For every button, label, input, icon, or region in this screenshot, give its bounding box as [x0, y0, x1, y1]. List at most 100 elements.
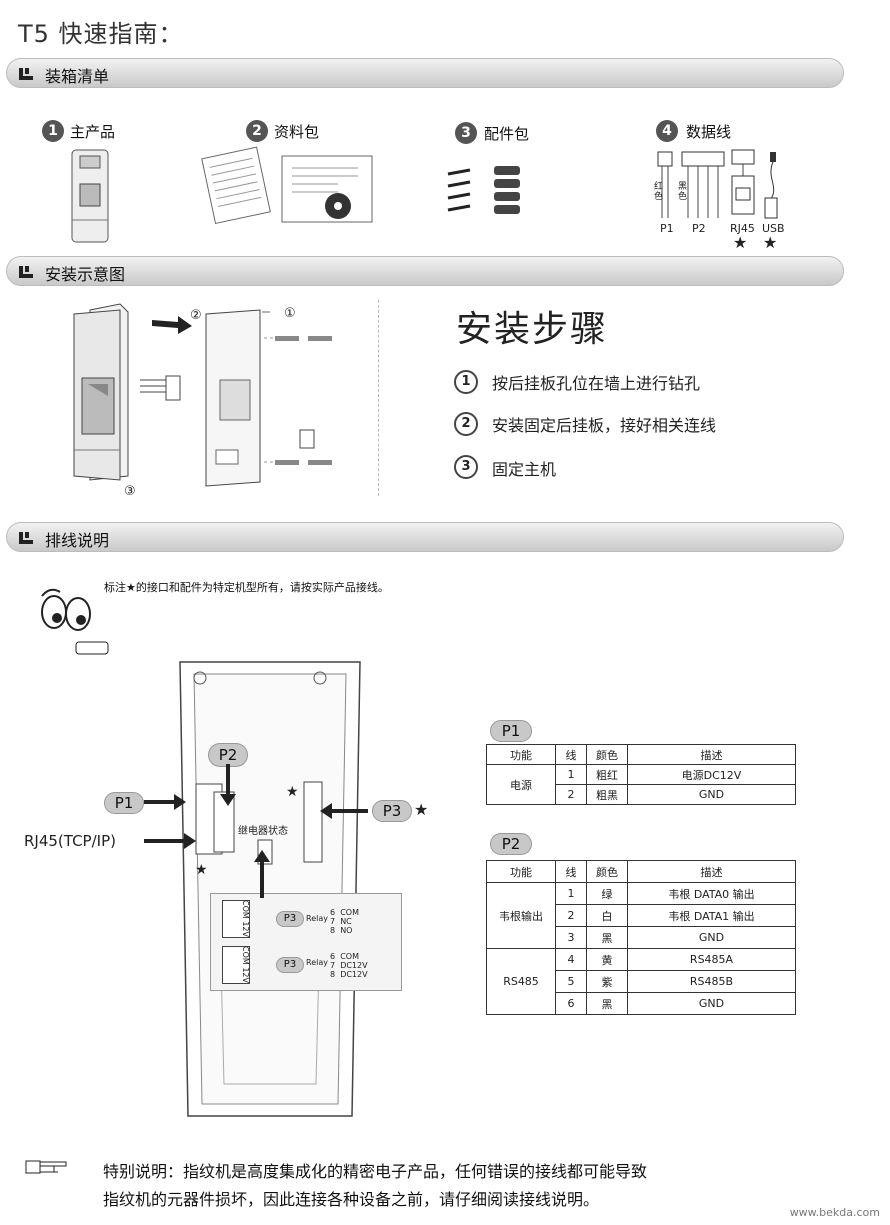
table-header-row: 功能 线 颜色 描述 — [486, 860, 796, 883]
item-label: 资料包 — [274, 123, 320, 141]
relay-jumper-label: COM 12V — [241, 900, 250, 937]
table-cell: 黄 — [586, 948, 628, 971]
install-mark: ① — [284, 306, 296, 321]
item-label: 配件包 — [484, 125, 530, 143]
table-cell: RS485 — [486, 948, 556, 1015]
table-cell: 3 — [555, 926, 587, 949]
page-title: T5 快速指南： — [18, 20, 184, 48]
table-cell: 4 — [555, 948, 587, 971]
wiring-note: 标注★的接口和配件为特定机型所有，请按实际产品接线。 — [104, 581, 389, 594]
install-mark: ② — [190, 308, 202, 323]
relay-jumper — [222, 946, 250, 984]
table-row: 电源 1 粗红 电源DC12V — [486, 764, 796, 805]
p2-table-label: P2 — [490, 833, 532, 855]
table-row: 韦根输出 1 绿 韦根 DATA0 输出 — [486, 882, 796, 949]
table-header: 描述 — [627, 744, 796, 765]
step-text: 固定主机 — [492, 460, 557, 479]
relay-jumper — [222, 900, 250, 938]
p2-wiring-table: 功能 线 颜色 描述 韦根输出 1 绿 韦根 DATA0 输出 2 白 韦根 D… — [486, 860, 796, 1015]
watermark: www.bekda.com — [789, 1206, 880, 1219]
accessory-screws-illustration — [447, 166, 520, 214]
table-cell: GND — [627, 992, 796, 1015]
table-cell: 紫 — [586, 970, 628, 993]
step-number: 3 — [454, 455, 478, 479]
star-icon: ★ — [733, 233, 748, 252]
table-cell: 韦根 DATA0 输出 — [627, 882, 796, 905]
table-cell: 粗红 — [586, 764, 628, 785]
item-number: 3 — [455, 122, 477, 144]
table-header: 功能 — [486, 860, 556, 883]
cable-label: P1 — [660, 222, 674, 235]
p2-port-label: P2 — [208, 743, 248, 767]
section-title: 排线说明 — [45, 531, 110, 550]
star-icon: ★ — [286, 784, 299, 800]
cable-label: RJ45 — [730, 222, 755, 235]
item-number: 1 — [42, 120, 64, 142]
p3-port-label: P3 — [276, 911, 304, 927]
item-label: 数据线 — [686, 123, 732, 141]
star-icon: ★ — [195, 862, 208, 878]
pointing-hand-icon — [25, 1160, 67, 1174]
install-mark: ③ — [124, 484, 136, 499]
table-header-row: 功能 线 颜色 描述 — [486, 744, 796, 765]
star-icon: ★ — [414, 800, 429, 819]
p3-port-label: P3 — [372, 800, 412, 822]
table-row: RS485 4 黄 RS485A — [486, 948, 796, 1015]
p1-port-label: P1 — [104, 792, 144, 814]
table-header: 功能 — [486, 744, 556, 765]
relay-label: Relay — [306, 914, 328, 923]
table-cell: 电源DC12V — [627, 764, 796, 785]
table-cell: 电源 — [486, 764, 556, 805]
install-diagram — [73, 303, 332, 487]
table-cell: RS485B — [627, 970, 796, 993]
section-icon — [19, 266, 33, 278]
section-title: 装箱清单 — [45, 67, 110, 86]
p1-wiring-table: 功能 线 颜色 描述 电源 1 粗红 电源DC12V 2 粗黑 GND — [486, 744, 796, 805]
table-header: 颜色 — [586, 860, 628, 883]
section-install: 安装示意图 — [6, 256, 844, 286]
p1-wire-color-label: 红色 — [654, 182, 664, 202]
table-cell: GND — [627, 926, 796, 949]
table-header: 线 — [555, 860, 587, 883]
table-row: 2 白 韦根 DATA1 输出 — [487, 904, 796, 927]
table-row: 6 黑 GND — [487, 992, 796, 1015]
footer-note-line2: 指纹机的元器件损坏，因此连接各种设备之前，请仔细阅读接线说明。 — [103, 1190, 600, 1209]
table-cell: 韦根输出 — [486, 882, 556, 949]
table-header: 描述 — [627, 860, 796, 883]
cables-illustration — [657, 149, 778, 219]
step-number: 1 — [454, 370, 478, 394]
table-cell: 黑 — [586, 992, 628, 1015]
section-wiring: 排线说明 — [6, 522, 844, 552]
section-packing-list: 装箱清单 — [6, 58, 844, 88]
table-cell: 绿 — [586, 882, 628, 905]
table-row: 3 黑 GND — [487, 926, 796, 949]
step-text: 安装固定后挂板，接好相关连线 — [492, 416, 717, 435]
table-cell: 1 — [555, 764, 587, 785]
table-cell: RS485A — [627, 948, 796, 971]
rj45-port-label: RJ45(TCP/IP) — [24, 832, 116, 850]
table-cell: 韦根 DATA1 输出 — [627, 904, 796, 927]
p1-table-label: P1 — [490, 720, 532, 742]
table-cell: 5 — [555, 970, 587, 993]
step-number: 2 — [454, 412, 478, 436]
star-icon: ★ — [763, 233, 778, 252]
item-number: 2 — [246, 120, 268, 142]
p3-port-label: P3 — [276, 957, 304, 973]
relay-pin-list: 6 COM 7 NC 8 NO — [330, 908, 359, 935]
table-cell: 白 — [586, 904, 628, 927]
relay-jumper-label: COM 12V — [241, 946, 250, 983]
section-title: 安装示意图 — [45, 265, 126, 284]
footer-note-line1: 特别说明：指纹机是高度集成化的精密电子产品，任何错误的接线都可能导致 — [103, 1162, 648, 1181]
step-text: 按后挂板孔位在墙上进行钻孔 — [492, 374, 701, 393]
divider — [378, 300, 380, 496]
table-row: 2 粗黑 GND — [487, 784, 796, 805]
table-cell: 2 — [555, 904, 587, 927]
install-steps-heading: 安装步骤 — [456, 309, 609, 350]
table-cell: 黑 — [586, 926, 628, 949]
table-header: 线 — [555, 744, 587, 765]
table-header: 颜色 — [586, 744, 628, 765]
section-icon — [19, 532, 33, 544]
cable-label: USB — [762, 222, 785, 235]
wiring-board-diagram — [179, 661, 361, 1117]
section-icon — [19, 68, 33, 80]
